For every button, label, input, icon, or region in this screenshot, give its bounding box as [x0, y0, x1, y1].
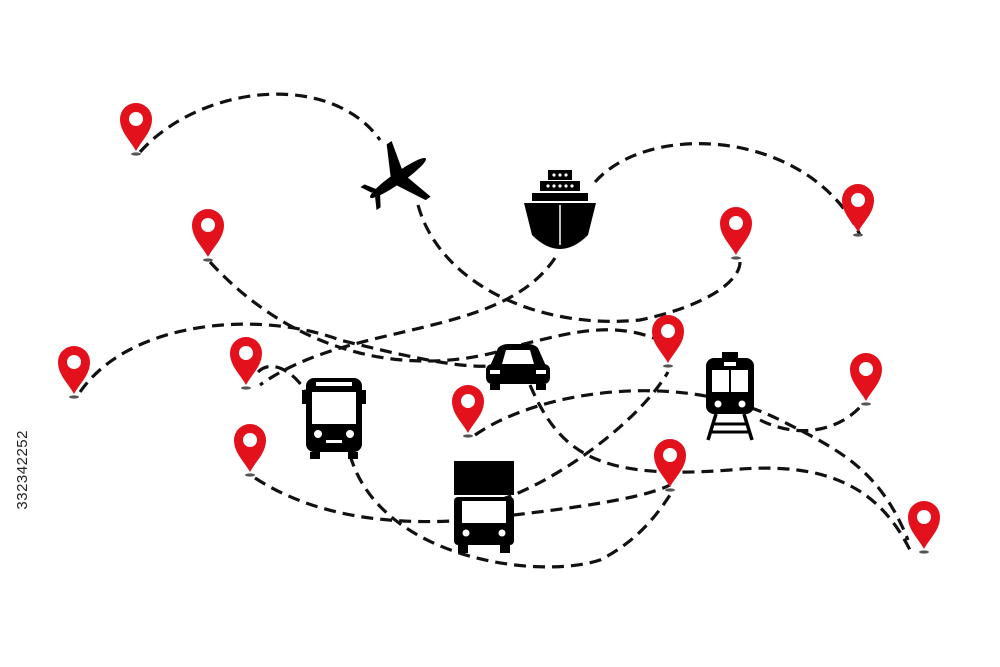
stock-image-id: 332342252	[14, 430, 31, 510]
route-car-pin13	[528, 384, 912, 551]
car-icon	[486, 344, 550, 390]
route-pin9-pin11	[254, 476, 671, 524]
route-bus-pin11	[348, 454, 672, 569]
route-ship-pin4	[259, 257, 557, 387]
map-pin-icon	[120, 103, 152, 156]
train-icon	[706, 352, 754, 441]
ship-icon	[524, 170, 596, 249]
route-pin1-airplane	[138, 92, 382, 154]
routes	[78, 92, 912, 569]
map-pin-icon	[230, 337, 262, 390]
route-airplane-pin6	[416, 204, 742, 323]
route-truck-pin7	[499, 371, 670, 502]
map-pin-icon	[720, 207, 752, 260]
map-pin-icon	[192, 209, 224, 262]
route-pin8-pin10	[474, 389, 910, 541]
map-pin-icon	[652, 315, 684, 368]
map-pin-icon	[908, 501, 940, 554]
map-pin-icon	[58, 346, 90, 399]
route-train-pin12	[759, 403, 864, 433]
route-pin5-car	[78, 322, 501, 393]
bus-icon	[302, 378, 366, 459]
airplane-icon	[360, 140, 431, 211]
map-pin-icon	[452, 385, 484, 438]
map-pin-icon	[842, 184, 874, 237]
route-pin4-bus	[256, 364, 307, 391]
map-pin-icon	[850, 353, 882, 406]
route-pin3-pin7	[208, 260, 671, 363]
truck-icon	[454, 461, 514, 553]
map-pin-icon	[234, 424, 266, 477]
route-ship-pin2	[593, 142, 862, 236]
map-pin-icon	[654, 439, 686, 492]
